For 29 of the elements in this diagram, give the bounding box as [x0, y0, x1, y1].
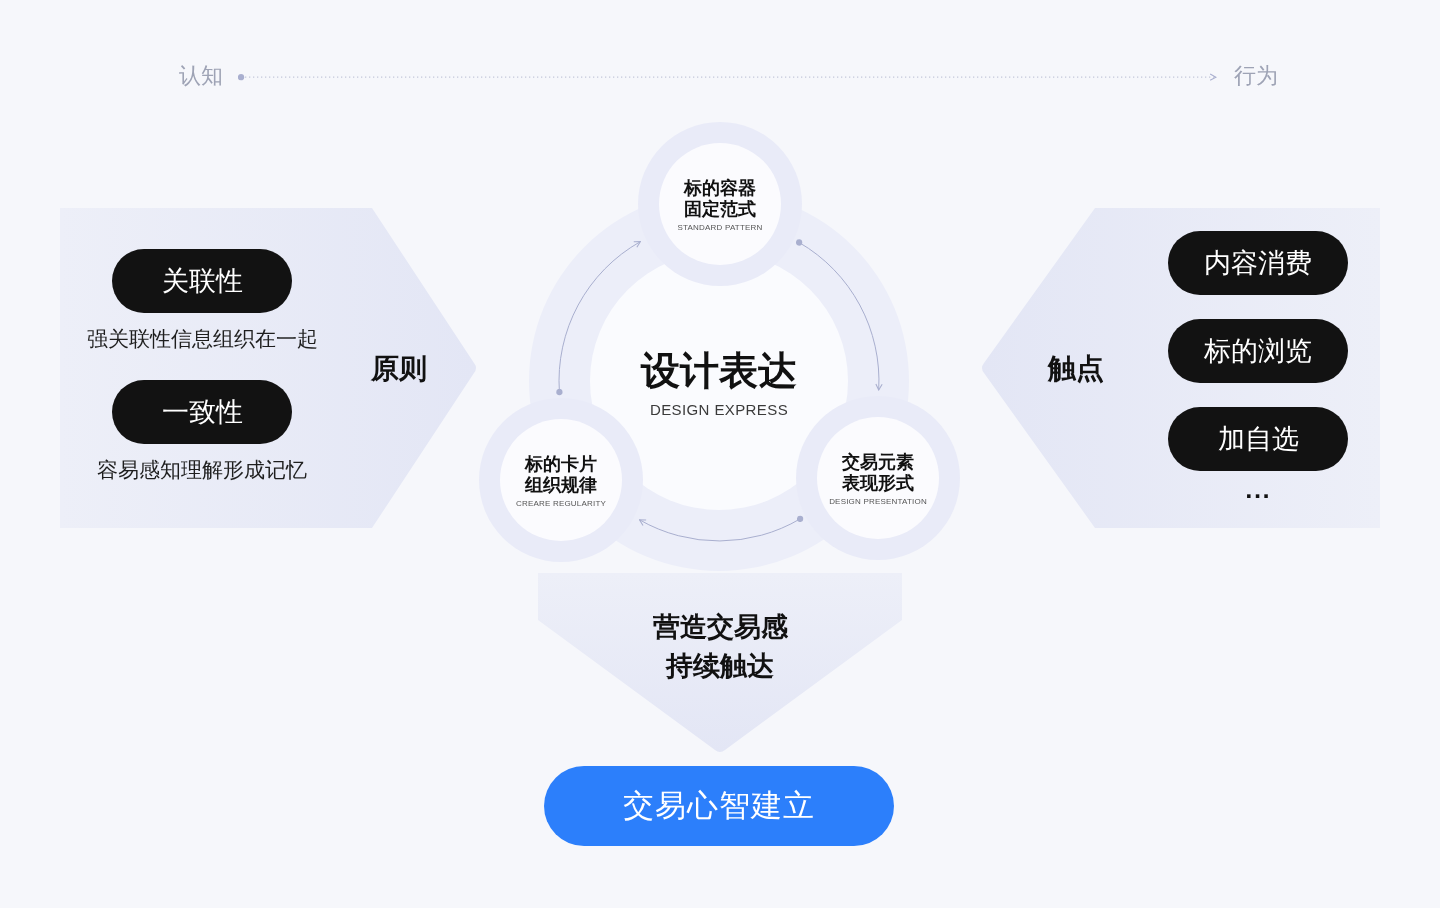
curved-arrow	[556, 241, 641, 396]
curved-arrow	[795, 239, 883, 391]
axis-label: 认知	[179, 63, 223, 90]
tag-pill: 内容消费	[1168, 231, 1348, 295]
curved-arrow	[638, 515, 804, 542]
chevron-panel	[980, 208, 1380, 528]
ellipsis-text: ...	[1245, 479, 1271, 503]
circle-title: 标的容器固定范式	[682, 177, 757, 219]
step-circle	[638, 122, 802, 286]
axis-label: 行为	[1234, 63, 1278, 90]
circle-subtitle: CREARE REGULARITY	[515, 499, 607, 509]
panel-title: 触点	[1048, 352, 1104, 386]
tag-pill: 一致性	[112, 380, 292, 444]
circle-title: 标的卡片组织规律	[523, 453, 598, 495]
chevron-panel	[60, 208, 478, 528]
center-title: 设计表达	[641, 346, 797, 394]
dotted-arrow	[237, 73, 1217, 81]
circle-subtitle: STANDARD PATTERN	[677, 223, 763, 233]
tag-pill: 加自选	[1168, 407, 1348, 471]
circle-title: 交易元素表现形式	[841, 451, 915, 493]
pill-caption: 强关联性信息组织在一起	[86, 327, 318, 353]
result-pill: 交易心智建立	[544, 766, 894, 846]
center-subtitle: DESIGN EXPRESS	[649, 400, 789, 419]
chevron-text: 营造交易感持续触达	[651, 609, 789, 683]
panel-title: 原则	[371, 352, 427, 386]
pill-caption: 容易感知理解形成记忆	[97, 458, 307, 484]
circle-subtitle: DESIGN PRESENTATION	[829, 497, 927, 507]
tag-pill: 关联性	[112, 249, 292, 313]
tag-pill: 标的浏览	[1168, 319, 1348, 383]
